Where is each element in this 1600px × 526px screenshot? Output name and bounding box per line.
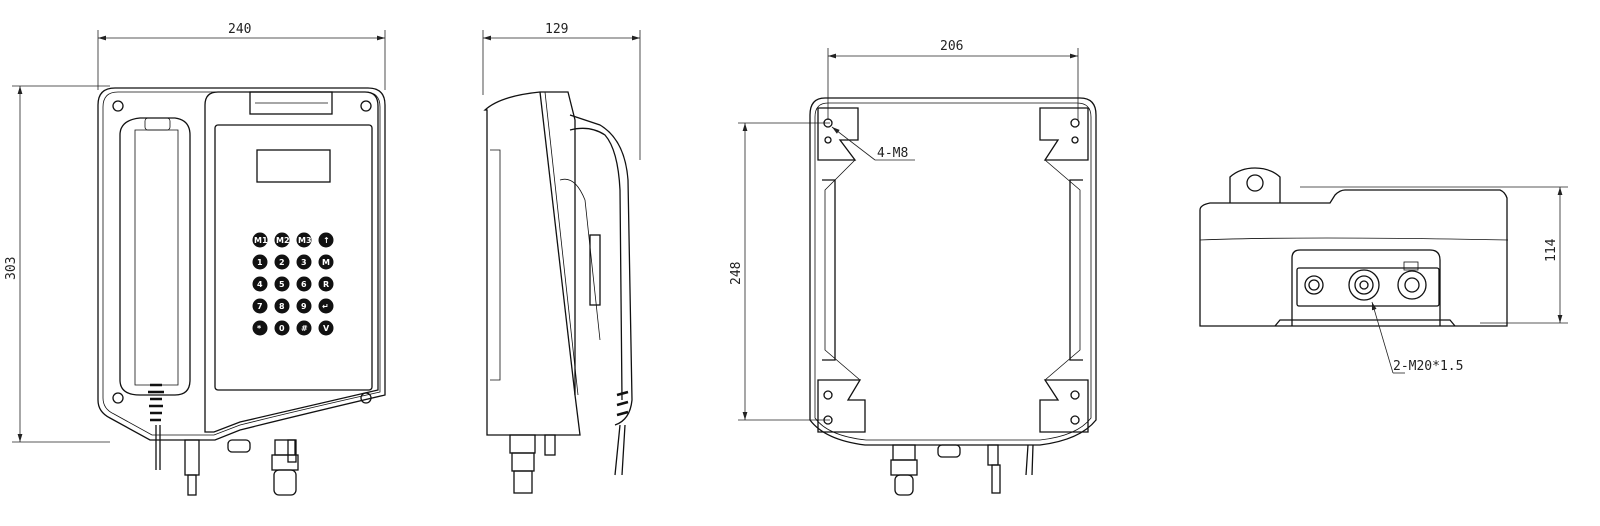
svg-text:9: 9	[301, 302, 307, 311]
depth-dimension: 129	[545, 22, 568, 37]
svg-text:↵: ↵	[322, 302, 329, 311]
svg-text:V: V	[323, 324, 330, 333]
key: V	[318, 320, 334, 336]
bottom-view: 114 2-M20*1.5	[1199, 167, 1568, 374]
key: ↵	[318, 298, 334, 314]
key: 3	[296, 254, 312, 270]
key: 7	[252, 298, 268, 314]
key: 9	[296, 298, 312, 314]
key: ↑	[318, 232, 334, 248]
gland-callout: 2-M20*1.5	[1393, 359, 1463, 374]
svg-text:M2: M2	[276, 236, 290, 245]
key: R	[318, 276, 334, 292]
width-dimension: 240	[228, 22, 251, 37]
svg-text:3: 3	[301, 258, 307, 267]
mounting-holes	[823, 118, 1080, 425]
svg-text:4: 4	[257, 280, 263, 289]
side-view: 129	[482, 22, 641, 494]
svg-text:8: 8	[279, 302, 285, 311]
key: 8	[274, 298, 290, 314]
svg-text:1: 1	[257, 258, 263, 267]
key: 6	[296, 276, 312, 292]
key: 5	[274, 276, 290, 292]
svg-text:7: 7	[257, 302, 263, 311]
svg-text:0: 0	[279, 324, 285, 333]
svg-text:M3: M3	[298, 236, 312, 245]
key: M	[318, 254, 334, 270]
display-window	[256, 149, 331, 183]
height-dimension: 114	[1544, 238, 1559, 262]
key: *	[252, 320, 268, 336]
key: M1	[252, 232, 268, 248]
key: 4	[252, 276, 268, 292]
svg-text:5: 5	[279, 280, 285, 289]
hole-spacing-horizontal: 206	[940, 39, 963, 54]
cable-glands	[184, 439, 299, 496]
back-view: 206 248 4-M8	[729, 39, 1097, 496]
svg-text:M1: M1	[254, 236, 268, 245]
key: 0	[274, 320, 290, 336]
key: M3	[296, 232, 312, 248]
key: 2	[274, 254, 290, 270]
svg-text:M: M	[322, 258, 330, 267]
svg-text:6: 6	[301, 280, 307, 289]
svg-text:*: *	[257, 324, 262, 333]
key: 1	[252, 254, 268, 270]
svg-text:2: 2	[279, 258, 285, 267]
front-view: 240 303 M1 M2 M3 ↑ 1 2 3 M 4 5	[4, 22, 386, 496]
height-dimension: 303	[4, 257, 19, 280]
svg-text:R: R	[323, 280, 329, 289]
key: #	[296, 320, 312, 336]
hole-spacing-vertical: 248	[729, 262, 744, 285]
keypad: M1 M2 M3 ↑ 1 2 3 M 4 5 6 R 7 8 9 ↵ * 0 #…	[252, 232, 334, 336]
key: M2	[274, 232, 290, 248]
svg-text:#: #	[301, 324, 308, 333]
svg-text:↑: ↑	[323, 236, 330, 245]
hole-callout: 4-M8	[877, 146, 908, 161]
